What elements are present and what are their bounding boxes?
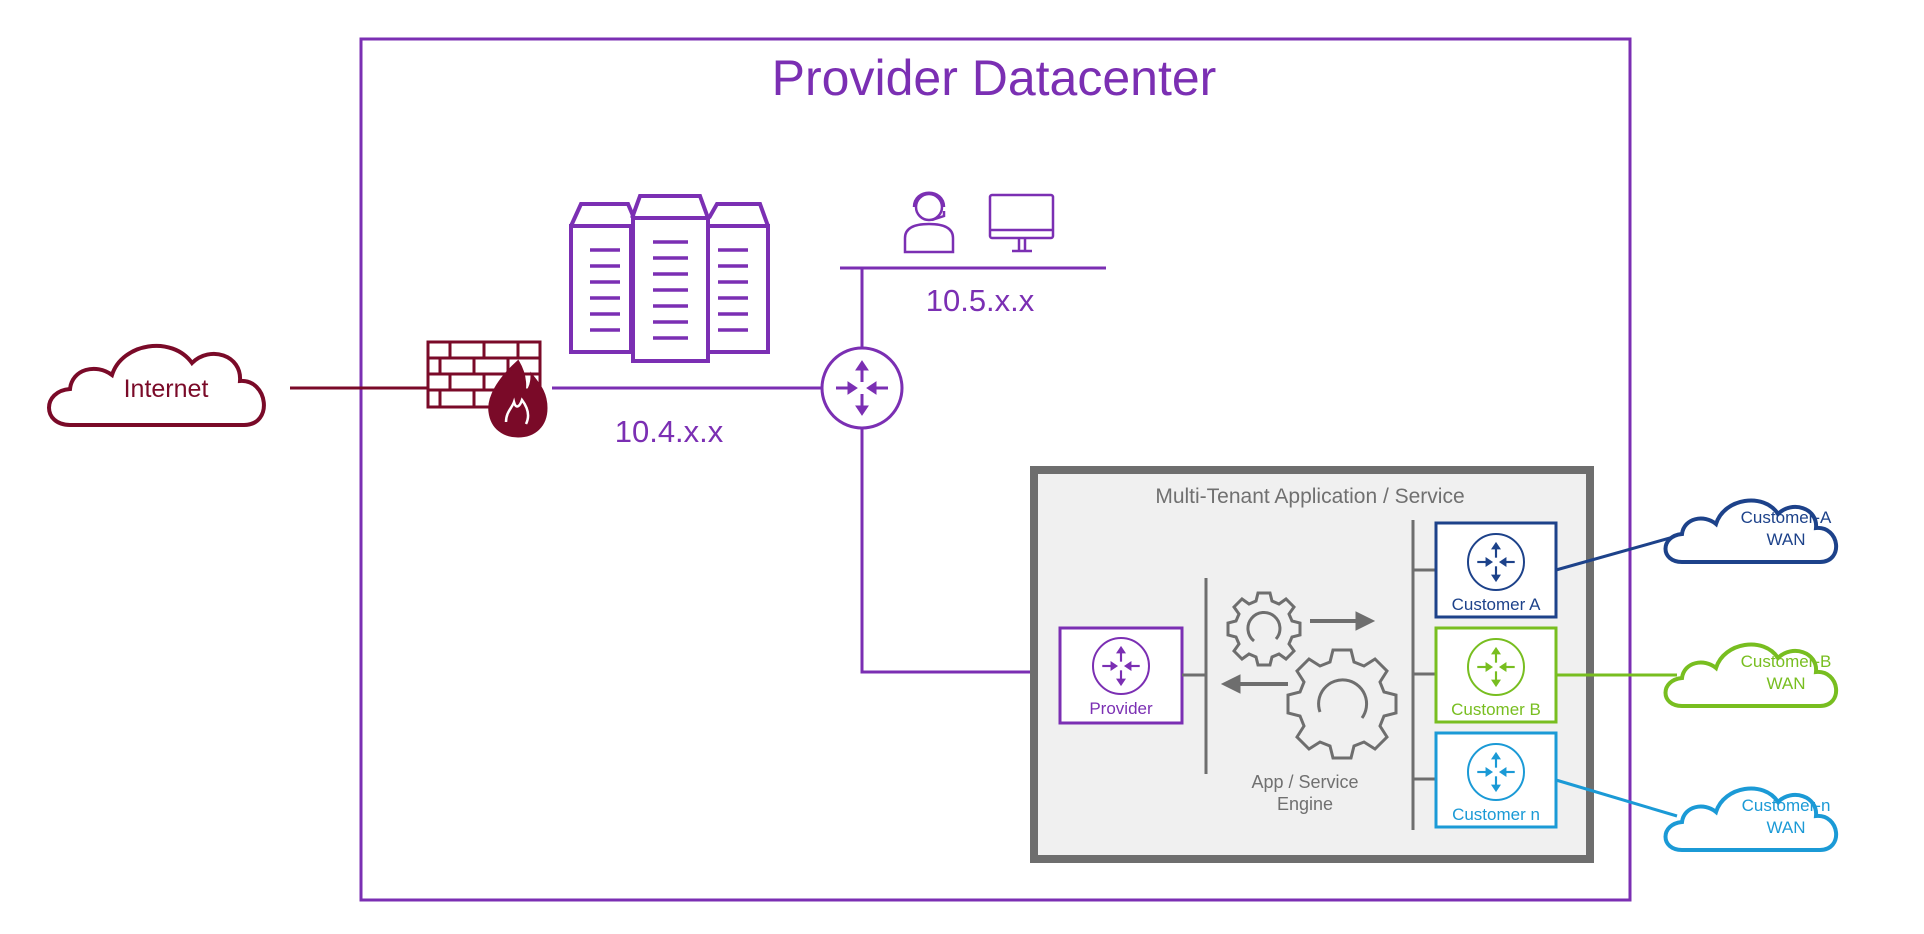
customer-a-label: Customer A [1452,595,1541,614]
arrow-left-icon [1220,674,1288,694]
small-gear-icon [1226,591,1302,667]
service-box-title: Multi-Tenant Application / Service [1155,485,1464,508]
customer-b-label: Customer B [1451,700,1541,719]
monitor-icon [988,193,1055,253]
customer-b-wan-label-1: Customer-B [1741,652,1832,671]
mgmt-network-label: 10.5.x.x [926,283,1035,318]
customer-a-wan-label-2: WAN [1766,530,1805,549]
core-router-icon [820,346,904,430]
large-gear-icon [1286,648,1398,760]
dmz-network-label: 10.4.x.x [615,414,724,449]
provider-router-icon [1092,637,1150,695]
customer-n-wan-label-1: Customer-n [1742,796,1831,815]
firewall-icon [426,340,548,438]
customer-n-label: Customer n [1452,805,1540,824]
internet-label: Internet [124,375,209,403]
support-agent-icon [903,191,955,254]
datacenter-title: Provider Datacenter [772,50,1217,106]
customer-b-router-icon [1467,638,1525,696]
provider-link [860,428,1060,674]
engine-label-line2: Engine [1277,794,1333,814]
arrow-right-icon [1310,611,1376,631]
datacenter-boundary [359,37,1632,902]
customer-n-router-icon [1467,743,1525,801]
server-building-icon [569,194,770,363]
customer-a-wan-link [1555,534,1678,572]
customer-a-wan-label-1: Customer-A [1741,508,1832,527]
engine-label-line1: App / Service [1251,772,1358,792]
customer-n-wan-label-2: WAN [1766,818,1805,837]
provider-router-label: Provider [1089,699,1153,718]
server-racks-lines [590,240,748,340]
customer-a-router-icon [1467,533,1525,591]
customer-n-wan-link [1555,778,1678,818]
customer-b-wan-label-2: WAN [1766,674,1805,693]
